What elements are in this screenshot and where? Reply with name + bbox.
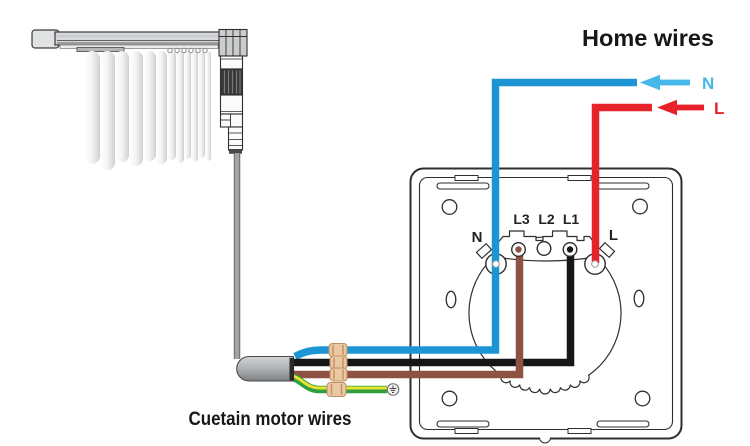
motor-cable-gland — [229, 149, 242, 154]
curtain-fold — [115, 51, 129, 162]
curtain-ring-icon — [174, 47, 180, 54]
wire-ferrule — [328, 343, 348, 357]
label-l1: L1 — [563, 211, 580, 227]
curtain-fold — [176, 51, 184, 163]
clamp-claw-left — [475, 242, 493, 260]
plate-notch — [454, 175, 479, 181]
curtain-fold — [191, 51, 198, 162]
curtain-fold — [156, 51, 167, 164]
live-wire — [591, 103, 652, 263]
ferrule-black — [329, 355, 348, 370]
mounting-slot — [436, 182, 490, 190]
screw-hole — [441, 199, 458, 215]
home-wires-title: Home wires — [582, 25, 714, 51]
plate-notch — [567, 175, 592, 181]
curtain-rings — [167, 47, 208, 54]
screw-hole — [441, 390, 458, 407]
screw-hole — [634, 390, 651, 407]
curtain-ring-icon — [188, 47, 194, 54]
wire-ferrule — [329, 367, 348, 382]
earth-symbol-icon — [386, 383, 400, 396]
live-wire-label: L — [714, 99, 724, 118]
plate-bottom-notch — [539, 437, 551, 444]
panel-labels: N L L3 L2 L1 — [472, 211, 619, 246]
live-arrow-icon — [657, 99, 677, 116]
motor-body — [219, 68, 244, 96]
motor-stem — [227, 126, 244, 151]
label-l3: L3 — [513, 211, 530, 227]
curtain-fold — [184, 51, 191, 159]
curtain-fold — [198, 51, 205, 158]
motor-segment — [219, 113, 244, 128]
neutral-arrow-icon — [640, 74, 660, 91]
neutral-wire-label: N — [702, 74, 714, 93]
neutral-wire — [293, 78, 637, 360]
curtain-fold — [205, 51, 211, 161]
wire-ferrule — [326, 382, 347, 397]
neutral-arrow-tail — [660, 79, 690, 86]
motor-segment — [219, 55, 244, 70]
sheath-mouth — [289, 357, 294, 381]
curtain-track-assembly — [31, 28, 248, 359]
terminal-l1-wire-end — [566, 246, 574, 253]
curtain-fold — [100, 51, 115, 170]
live-arrow-tail — [677, 104, 704, 111]
earth-wire-stripe — [292, 374, 387, 390]
ferrule-blue — [328, 343, 348, 357]
switch-plate-inner — [418, 176, 674, 431]
terminal-screws — [492, 240, 599, 268]
wires — [291, 78, 652, 394]
mounting-slot — [596, 420, 650, 428]
mounting-slots — [436, 182, 650, 428]
curtain-ring-icon — [167, 47, 173, 54]
cable-sheath — [236, 355, 295, 382]
ferrule-brown — [329, 367, 348, 382]
terminal-l-screw-dot — [591, 260, 599, 268]
wire-ferrule — [329, 355, 348, 370]
plate-notch — [567, 428, 592, 434]
curtain-ring-icon — [181, 47, 187, 54]
home-wires-legend: Home wires N L — [582, 25, 724, 118]
curtain-motor — [218, 28, 248, 154]
mounting-slot — [436, 420, 490, 428]
side-slot-hole — [633, 289, 645, 308]
terminal-l2 — [536, 240, 552, 256]
curtain-fold — [167, 51, 176, 160]
screw-holes — [441, 198, 651, 407]
curtain-fold — [143, 51, 156, 161]
curtain-fold — [129, 51, 143, 166]
curtain-ring-icon — [202, 47, 208, 54]
label-n: N — [472, 229, 483, 246]
rail-bracket — [76, 47, 125, 52]
mounting-slot — [596, 182, 650, 190]
motor-body-ribs — [223, 70, 241, 94]
caption: Cuetain motor wires — [189, 409, 352, 430]
curtain-fold — [84, 51, 100, 164]
brown-motor-wire — [292, 250, 524, 379]
screw-hole — [632, 198, 648, 215]
rail-lower-strip — [59, 44, 219, 49]
ferrule-earth — [326, 382, 347, 397]
curtain — [84, 51, 211, 170]
terminal-l3-wire-end — [515, 246, 522, 253]
wire-ferrules — [326, 343, 348, 397]
clamp-claw-right — [598, 241, 616, 259]
label-l: L — [609, 227, 618, 244]
side-slot-hole — [445, 290, 457, 309]
plate-step-notches — [454, 175, 592, 434]
wall-switch-panel — [409, 167, 683, 444]
black-motor-wire — [292, 250, 575, 367]
plate-notch — [454, 428, 479, 434]
curtain-ring-icon — [195, 47, 201, 54]
label-l2: L2 — [538, 211, 555, 227]
terminal-n-screw-dot — [492, 260, 500, 268]
